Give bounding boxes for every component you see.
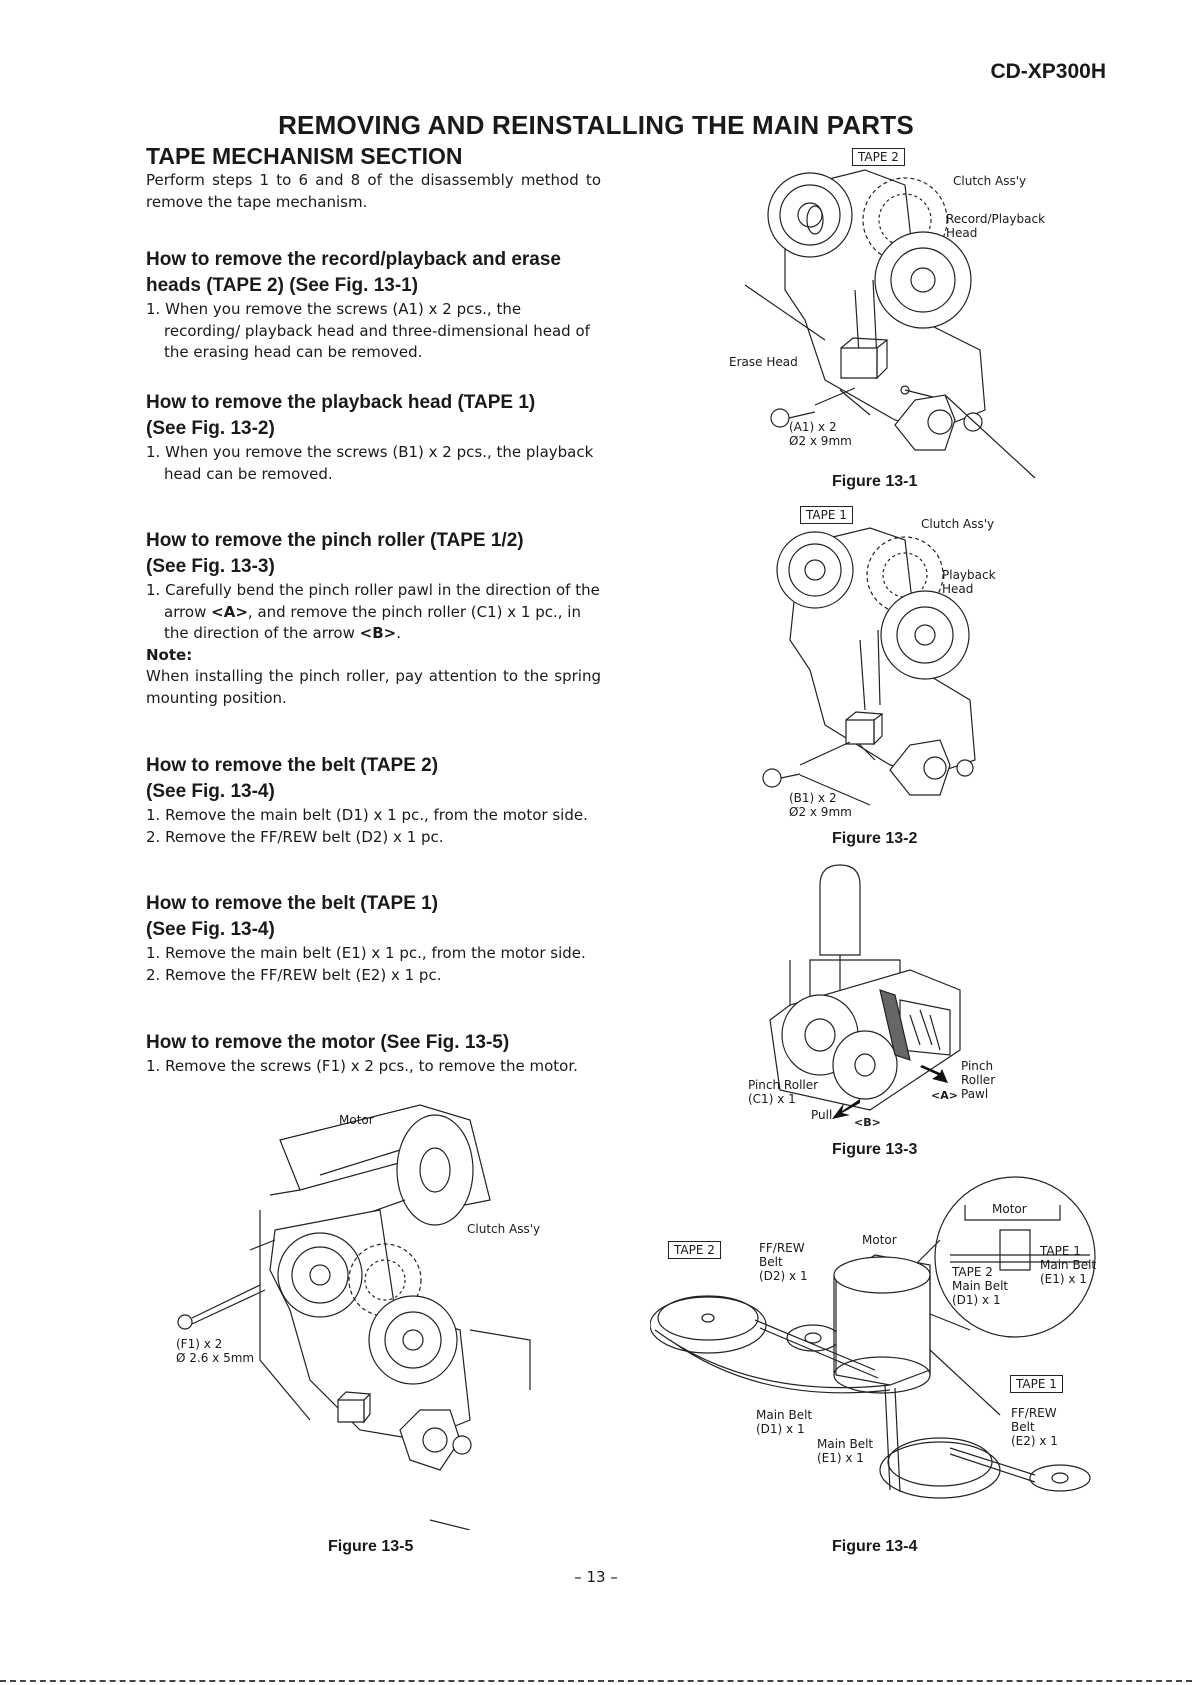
- figure-13-3-drawing: [760, 860, 970, 1120]
- procedure-step: 1. Carefully bend the pinch roller pawl …: [146, 581, 600, 642]
- clutch-label: Clutch Ass'y: [467, 1222, 541, 1236]
- procedure-step: 2. Remove the FF/REW belt (E2) x 1 pc.: [146, 965, 442, 984]
- ffrew-d2-label: FF/REW Belt (D2) x 1: [759, 1241, 808, 1283]
- head-label: Record/Playback Head: [946, 212, 1046, 240]
- section-intro: Perform steps 1 to 6 and 8 of the disass…: [146, 171, 601, 211]
- procedure-3: How to remove the pinch roller (TAPE 1/2…: [146, 528, 601, 709]
- procedure-6: How to remove the motor (See Fig. 13-5) …: [146, 1030, 601, 1078]
- tape-label: TAPE 2: [668, 1241, 721, 1259]
- procedure-step: 1. Remove the main belt (D1) x 1 pc., fr…: [146, 806, 588, 824]
- procedure-heading: (See Fig. 13-2): [146, 418, 275, 439]
- figure-caption: Figure 13-5: [328, 1538, 414, 1555]
- screw-label: (A1) x 2 Ø2 x 9mm: [789, 420, 852, 448]
- procedure-heading: (See Fig. 13-3): [146, 556, 275, 577]
- inset-motor-label: Motor: [992, 1202, 1027, 1216]
- model-number: CD-XP300H: [990, 60, 1106, 83]
- pinch-roller-label: Pinch Roller (C1) x 1: [748, 1078, 819, 1106]
- procedure-step: 1. When you remove the screws (B1) x 2 p…: [146, 443, 594, 483]
- page-divider: [0, 1680, 1192, 1682]
- clutch-label: Clutch Ass'y: [921, 517, 995, 531]
- inset-tape1-label: TAPE 1 Main Belt (E1) x 1: [1040, 1244, 1097, 1286]
- main-belt-d1-label: Main Belt (D1) x 1: [756, 1408, 813, 1436]
- note-label: Note:: [146, 645, 193, 664]
- motor-label: Motor: [339, 1113, 374, 1127]
- procedure-1: How to remove the record/playback and er…: [146, 247, 601, 364]
- procedure-heading: How to remove the motor (See Fig. 13-5): [146, 1032, 510, 1053]
- figure-13-1-drawing: [745, 160, 1045, 480]
- figure-caption: Figure 13-1: [832, 473, 918, 490]
- procedure-heading: How to remove the playback head (TAPE 1): [146, 392, 536, 413]
- procedure-heading: (See Fig. 13-4): [146, 919, 275, 940]
- figure-13-2-drawing: [760, 520, 990, 820]
- figure-13-4-drawing: [650, 1170, 1100, 1530]
- procedure-heading: How to remove the belt (TAPE 1): [146, 893, 439, 914]
- arrow-a-label: <A>: [931, 1089, 958, 1102]
- tape-label: TAPE 2: [852, 148, 905, 166]
- main-belt-e1-label: Main Belt (E1) x 1: [817, 1437, 874, 1465]
- motor-label: Motor: [862, 1233, 897, 1247]
- procedure-2: How to remove the playback head (TAPE 1)…: [146, 390, 601, 485]
- section-block: TAPE MECHANISM SECTION Perform steps 1 t…: [146, 143, 601, 213]
- figure-13-5-drawing: [170, 1100, 540, 1530]
- tape-label: TAPE 1: [800, 506, 853, 524]
- page-title: REMOVING AND REINSTALLING THE MAIN PARTS: [278, 110, 914, 140]
- procedure-4: How to remove the belt (TAPE 2) (See Fig…: [146, 753, 601, 848]
- arrow-b-label: <B>: [854, 1116, 881, 1129]
- procedure-step: 1. Remove the main belt (E1) x 1 pc., fr…: [146, 944, 586, 962]
- procedure-step: 1. Remove the screws (F1) x 2 pcs., to r…: [146, 1057, 578, 1075]
- procedure-heading: heads (TAPE 2) (See Fig. 13-1): [146, 275, 419, 296]
- screw-label: (F1) x 2 Ø 2.6 x 5mm: [176, 1337, 255, 1365]
- erase-head-label: Erase Head: [729, 355, 798, 369]
- arrow-a-icon: [920, 1065, 948, 1083]
- inset-tape2-label: TAPE 2 Main Belt (D1) x 1: [952, 1265, 1009, 1307]
- screw-label: (B1) x 2 Ø2 x 9mm: [789, 791, 852, 819]
- figure-caption: Figure 13-3: [832, 1141, 918, 1158]
- procedure-heading: How to remove the belt (TAPE 2): [146, 755, 439, 776]
- section-title: TAPE MECHANISM SECTION: [146, 143, 463, 169]
- procedure-step: 1. When you remove the screws (A1) x 2 p…: [146, 300, 590, 361]
- pawl-label: Pinch Roller Pawl: [961, 1059, 996, 1101]
- figure-caption: Figure 13-4: [832, 1538, 918, 1555]
- head-label: Playback Head: [942, 568, 996, 596]
- tape-label: TAPE 1: [1010, 1375, 1063, 1393]
- procedure-heading: How to remove the pinch roller (TAPE 1/2…: [146, 530, 524, 551]
- pull-label: Pull: [811, 1108, 833, 1122]
- procedure-heading: How to remove the record/playback and er…: [146, 249, 561, 270]
- arrow-b-icon: [832, 1099, 860, 1119]
- clutch-label: Clutch Ass'y: [953, 174, 1027, 188]
- procedure-5: How to remove the belt (TAPE 1) (See Fig…: [146, 891, 601, 986]
- page-number: – 13 –: [574, 1568, 618, 1586]
- ffrew-e2-label: FF/REW Belt (E2) x 1: [1011, 1406, 1058, 1448]
- procedure-step: 2. Remove the FF/REW belt (D2) x 1 pc.: [146, 827, 444, 846]
- note-text: When installing the pinch roller, pay at…: [146, 667, 601, 707]
- procedure-heading: (See Fig. 13-4): [146, 781, 275, 802]
- figure-caption: Figure 13-2: [832, 830, 918, 847]
